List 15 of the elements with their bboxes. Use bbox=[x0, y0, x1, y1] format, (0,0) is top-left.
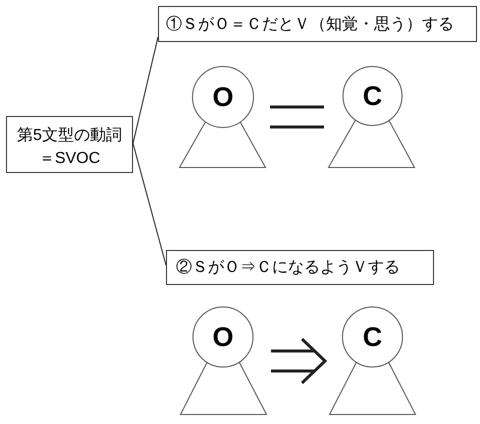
text-box: ①ＳがＯ＝ＣだとＶ（知覚・思う）する bbox=[158, 6, 477, 42]
letter-label: O bbox=[212, 85, 234, 109]
text-box: 第5文型の動詞＝SVOC bbox=[6, 116, 133, 173]
text-box: ②ＳがＯ⇒ＣになるようＶする bbox=[166, 250, 434, 285]
double-arrow bbox=[271, 338, 328, 384]
letter-label: O bbox=[212, 325, 234, 349]
letter-label: C bbox=[362, 84, 382, 108]
circle-triangle-figure bbox=[179, 66, 266, 168]
connector-line bbox=[132, 142, 166, 266]
letter-label: C bbox=[362, 325, 382, 349]
connector-line bbox=[132, 36, 158, 144]
circle-triangle-figure bbox=[328, 66, 415, 168]
circle-triangle-figure bbox=[180, 307, 267, 415]
circle-triangle-figure bbox=[329, 307, 416, 415]
equals-sign bbox=[268, 106, 326, 128]
